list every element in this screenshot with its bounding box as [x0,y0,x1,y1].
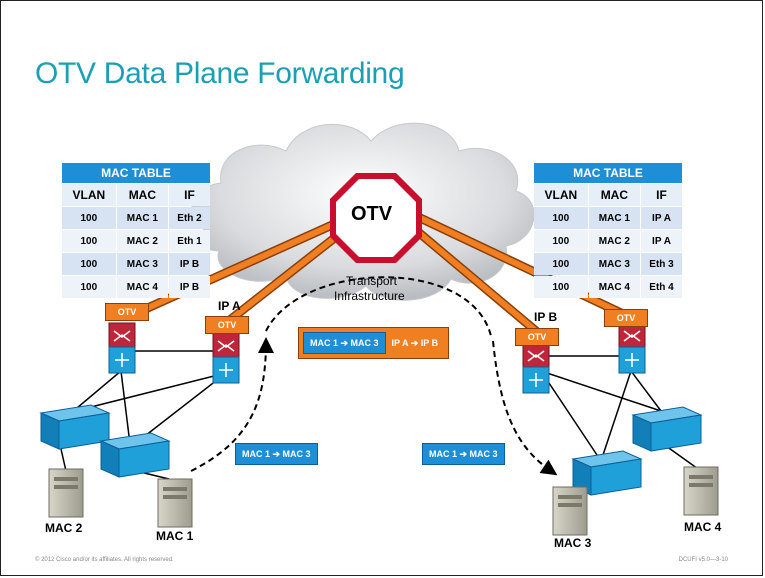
table-cell: MAC 3 [116,253,169,275]
table-cell: IP B [169,253,210,275]
table-cell: Eth 3 [641,253,682,275]
server-mac1-icon [157,478,193,528]
mac2-label: MAC 2 [45,521,83,535]
table-cell: MAC 4 [116,276,169,298]
switch-right-2-icon [631,406,703,452]
table-cell: 100 [62,207,116,229]
mac-table-right-header-mac: MAC [588,184,641,206]
frame-left-text: MAC 1 ➔ MAC 3 [235,443,318,465]
table-cell: MAC 4 [588,276,641,298]
course-code-footer: DCUFI v5.0—3-10 [678,557,728,563]
table-cell: MAC 3 [588,253,641,275]
table-row: 100 MAC 1 Eth 2 [62,207,210,229]
router-left-outer [108,322,136,374]
table-cell: MAC 2 [116,230,169,252]
table-cell: 100 [62,230,116,252]
mac3-label: MAC 3 [554,536,592,550]
table-row: 100 MAC 4 Eth 4 [534,276,682,298]
switch-left-1-icon [39,404,111,450]
router-right-inner [522,342,550,394]
frame-right-text: MAC 1 ➔ MAC 3 [422,443,505,465]
server-mac2-icon [48,468,84,518]
mac1-label: MAC 1 [156,529,194,543]
copyright-footer: © 2012 Cisco and/or its affiliates. All … [35,557,174,563]
mac-table-left-header-mac: MAC [116,184,169,206]
otv-tag-right-inner: OTV [515,328,559,346]
otv-stop-sign-icon [330,173,422,263]
table-cell: MAC 1 [588,207,641,229]
router-right-outer [618,322,646,374]
table-cell: IP A [641,230,682,252]
ip-a-label: IP A [218,299,241,313]
table-cell: Eth 2 [169,207,210,229]
transport-label-line1: Transport [346,274,397,288]
frame-right-badge: MAC 1 ➔ MAC 3 [422,443,505,465]
table-row: 100 MAC 3 IP B [62,253,210,275]
encap-inner-text: MAC 1 ➔ MAC 3 [303,332,386,354]
table-cell: Eth 4 [641,276,682,298]
otv-tag-left-inner: OTV [205,316,249,334]
table-cell: Eth 1 [169,230,210,252]
table-row: 100 MAC 2 Eth 1 [62,230,210,252]
otv-tag-left-outer: OTV [105,303,149,321]
router-left-inner [212,332,240,384]
table-row: 100 MAC 4 IP B [62,276,210,298]
server-mac3-icon [552,486,588,536]
slide-title: OTV Data Plane Forwarding [35,57,405,90]
switch-right-1-icon [571,450,643,496]
table-row: 100 MAC 2 IP A [534,230,682,252]
encap-outer-text: IP A ➔ IP B [391,337,439,348]
table-cell: 100 [534,276,588,298]
otv-tunnels-right [406,211,626,336]
encapsulated-frame-badge: MAC 1 ➔ MAC 3 IP A ➔ IP B [298,327,450,359]
table-cell: MAC 1 [116,207,169,229]
table-cell: 100 [534,207,588,229]
forwarding-path [190,276,558,476]
otv-tag-right-outer: OTV [604,309,648,327]
table-row: 100 MAC 1 IP A [534,207,682,229]
mac-table-left-header-vlan: VLAN [62,184,116,206]
mac-table-right-header-vlan: VLAN [534,184,588,206]
otv-stop-label: OTV [351,203,393,225]
mac-table-right-caption: MAC TABLE [534,163,682,183]
table-cell: 100 [534,230,588,252]
frame-left-badge: MAC 1 ➔ MAC 3 [235,443,318,465]
switch-left-2-icon [99,432,171,478]
mac-table-right-header-if: IF [641,184,682,206]
ip-b-label: IP B [534,310,558,324]
table-cell: IP A [641,207,682,229]
mac4-label: MAC 4 [684,520,722,534]
table-cell: IP B [169,276,210,298]
mac-table-left-header-if: IF [169,184,210,206]
mac-table-left-caption: MAC TABLE [62,163,210,183]
mac-table-left: MAC TABLE VLAN MAC IF 100 MAC 1 Eth 2 10… [61,162,211,299]
server-mac4-icon [683,466,719,516]
mac-table-right: MAC TABLE VLAN MAC IF 100 MAC 1 IP A 100… [533,162,683,299]
table-cell: 100 [62,276,116,298]
table-cell: 100 [62,253,116,275]
table-cell: MAC 2 [588,230,641,252]
transport-label-line2: Infrastructure [334,289,405,303]
links-left [60,350,227,480]
table-cell: 100 [534,253,588,275]
table-row: 100 MAC 3 Eth 3 [534,253,682,275]
